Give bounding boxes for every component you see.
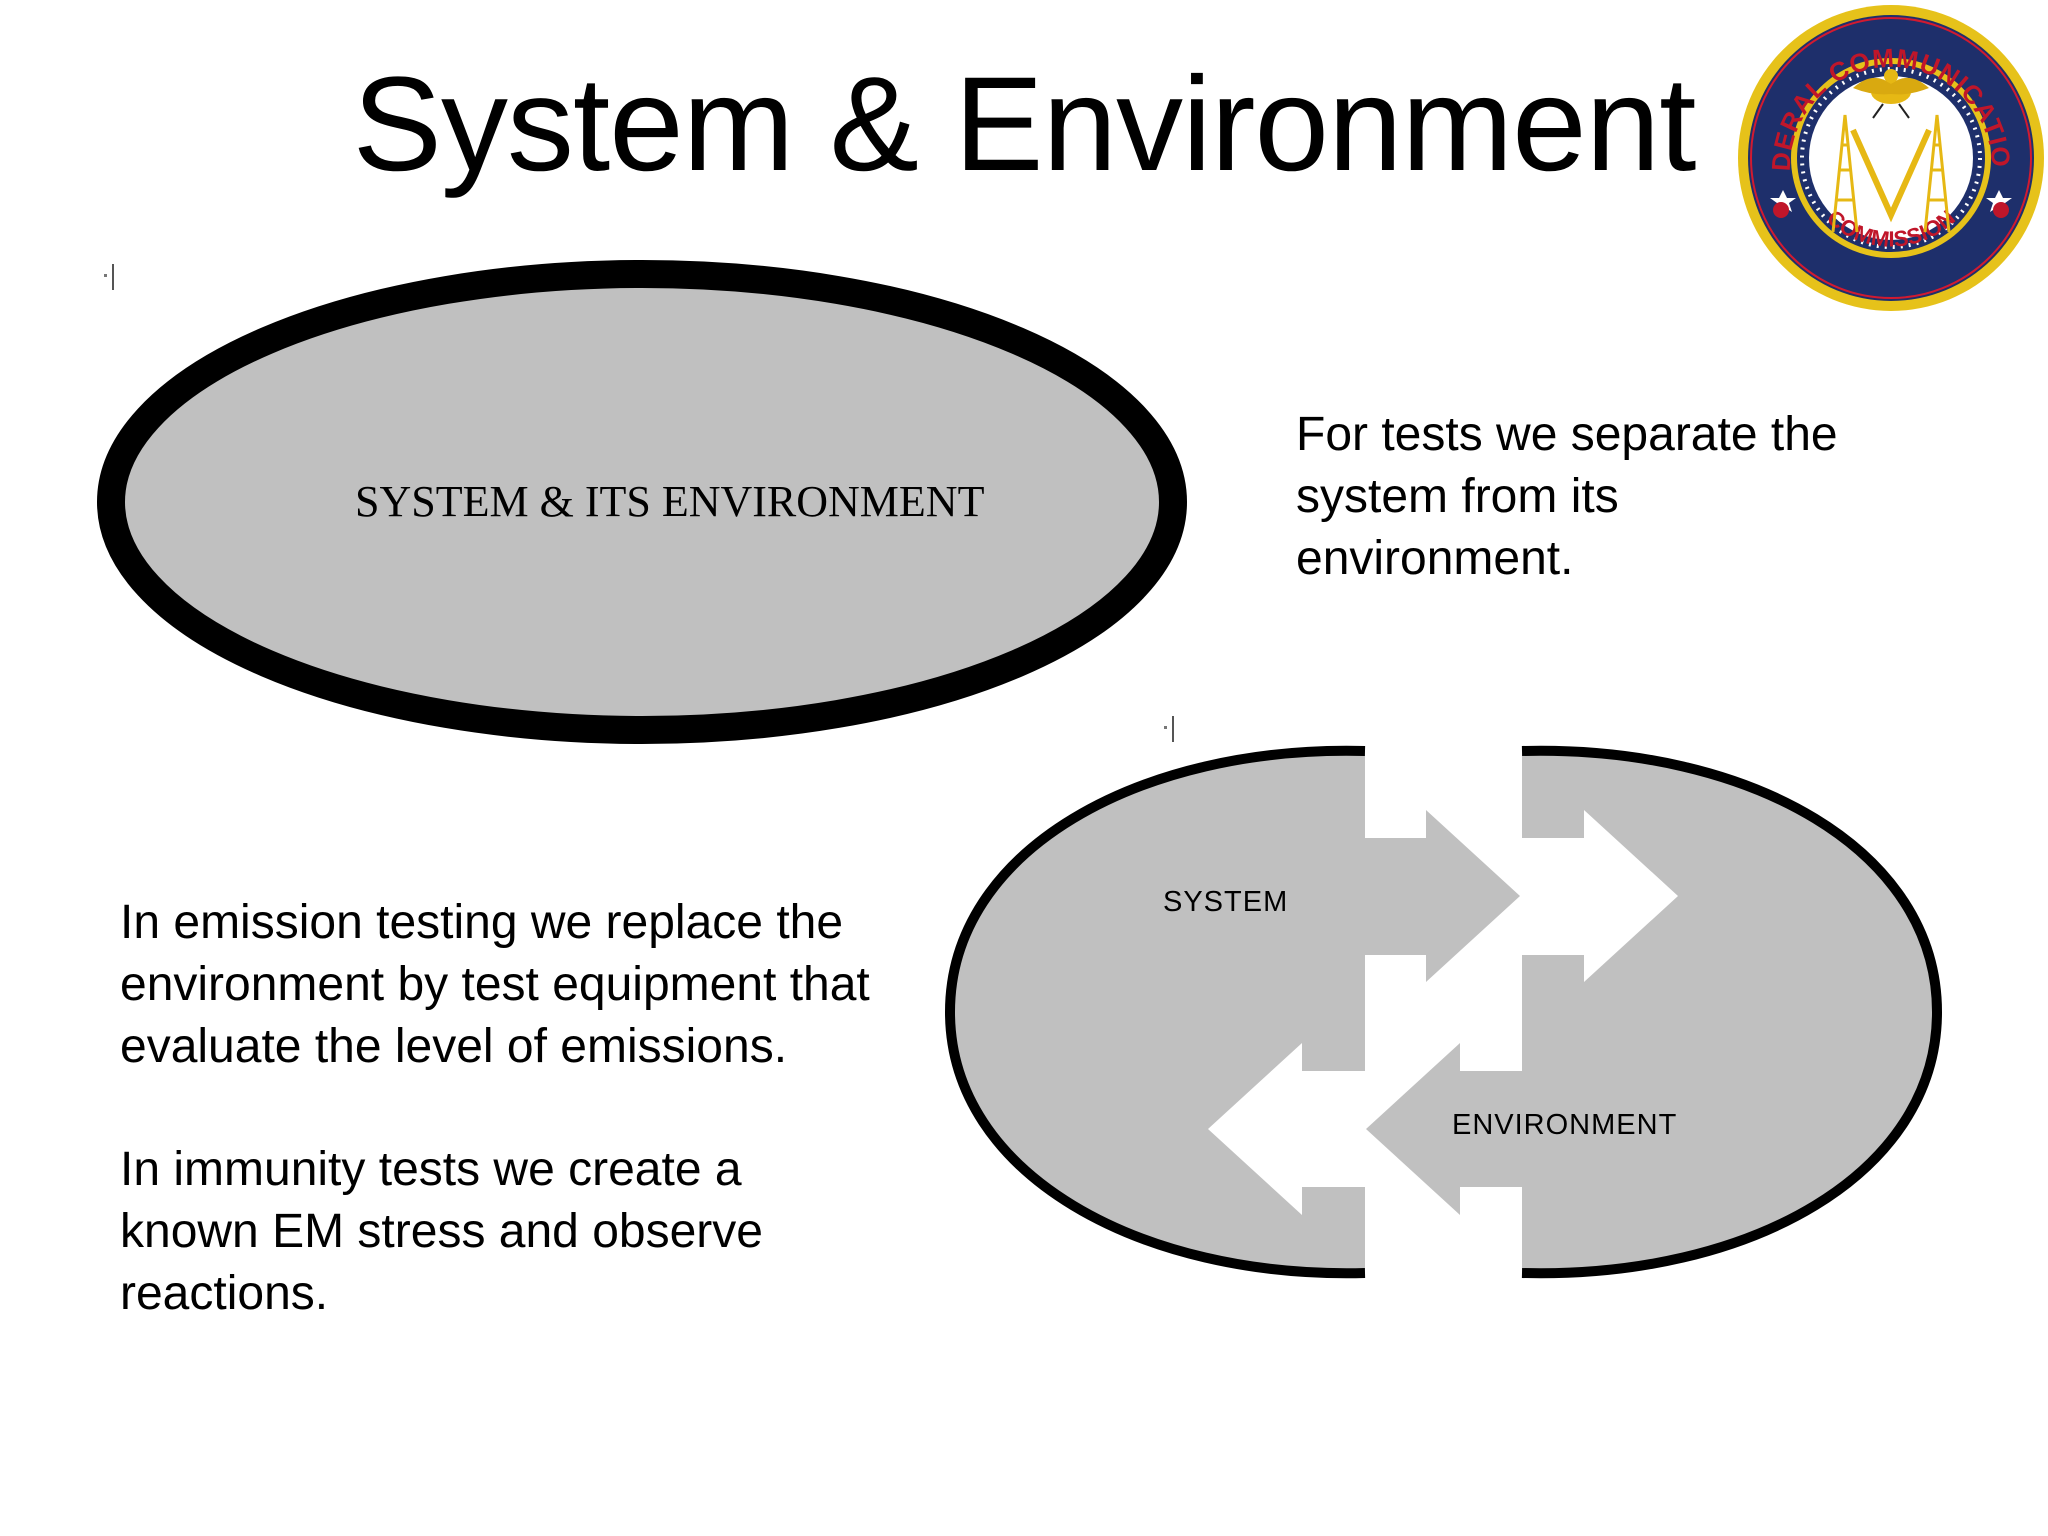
immunity-arrow-white [1208,1043,1365,1215]
anchor-marker [1164,716,1174,742]
anchor-marker [104,264,114,290]
emission-note: In emission testing we replace the envir… [120,896,870,1073]
separation-note: For tests we separate the system from it… [1296,408,1838,585]
immunity-note: In immunity tests we create a known EM s… [120,1143,763,1320]
system-label: SYSTEM [1163,886,1289,918]
emission-arrow-white [1522,810,1678,982]
environment-label: ENVIRONMENT [1452,1109,1678,1141]
system-half-oval [950,750,1365,1274]
fcc-seal-logo: FEDERAL COMMUNICATIONS COMMISSION [1733,0,2048,315]
ellipse-caption: SYSTEM & ITS ENVIRONMENT [355,477,985,526]
system-to-environment-arrow [1365,810,1520,982]
system-environment-ellipse [97,260,1187,744]
slide-title: System & Environment [352,50,1697,199]
environment-to-system-arrow [1366,1043,1522,1215]
